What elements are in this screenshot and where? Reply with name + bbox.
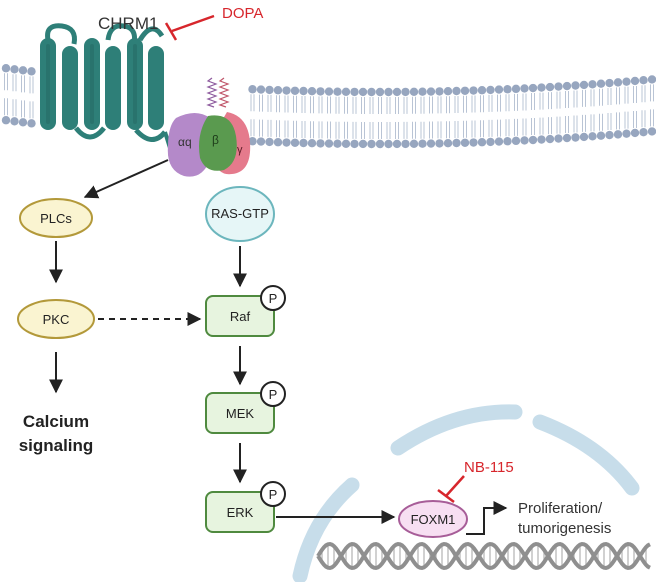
raf-label: Raf bbox=[230, 309, 251, 324]
plcs-node bbox=[19, 198, 93, 238]
cell-membrane bbox=[1, 64, 656, 149]
chrm1-label: CHRM1 bbox=[98, 14, 158, 33]
dna-helix bbox=[316, 541, 651, 571]
mek-node bbox=[205, 392, 275, 434]
mek-phospho-label: P bbox=[269, 387, 278, 402]
g-beta-label: β bbox=[212, 133, 219, 147]
g-alpha-label: αq bbox=[178, 135, 192, 149]
pkc-node bbox=[17, 299, 95, 339]
foxm1-node bbox=[398, 500, 468, 538]
mek-phospho-badge bbox=[260, 381, 286, 407]
outcome-line1: Proliferation/ bbox=[518, 500, 603, 517]
dopa-inhibition-line bbox=[171, 14, 215, 33]
dopa-label: DOPA bbox=[222, 5, 263, 22]
plcs-label: PLCs bbox=[40, 211, 72, 226]
outcome-line2: tumorigenesis bbox=[518, 520, 611, 537]
nb115-inhibition-line bbox=[445, 475, 465, 497]
g-gamma-label: γ bbox=[237, 144, 243, 156]
erk-node bbox=[205, 491, 275, 533]
nb115-inhibition-bar bbox=[437, 489, 455, 503]
g-protein-icon bbox=[167, 77, 251, 177]
nb115-label: NB-115 bbox=[464, 459, 514, 476]
raf-node bbox=[205, 295, 275, 337]
calcium-signaling-line1: Calcium bbox=[23, 412, 89, 431]
ras-gtp-label: RAS-GTP bbox=[211, 206, 269, 221]
chrm1-receptor-icon bbox=[40, 23, 183, 154]
nuclear-envelope bbox=[292, 404, 640, 584]
dopa-inhibition-bar bbox=[164, 22, 178, 41]
erk-phospho-label: P bbox=[269, 487, 278, 502]
erk-phospho-badge bbox=[260, 481, 286, 507]
raf-phospho-label: P bbox=[269, 291, 278, 306]
arrow-gq-to-plcs bbox=[83, 159, 169, 199]
pkc-label: PKC bbox=[43, 312, 70, 327]
foxm1-label: FOXM1 bbox=[411, 512, 456, 527]
calcium-signaling-line2: signaling bbox=[19, 436, 94, 455]
raf-phospho-badge bbox=[260, 285, 286, 311]
mek-label: MEK bbox=[226, 406, 255, 421]
erk-label: ERK bbox=[227, 505, 254, 520]
arrow-foxm1-to-outcome bbox=[466, 501, 508, 535]
ras-gtp-node bbox=[205, 186, 275, 242]
